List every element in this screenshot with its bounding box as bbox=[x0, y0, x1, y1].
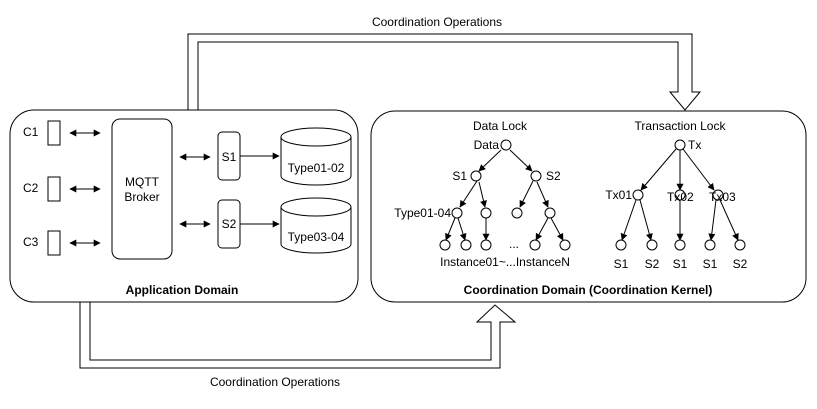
transaction-lock-tx01-label: Tx01 bbox=[605, 188, 632, 202]
transaction-lock-edges bbox=[620, 148, 739, 241]
bottom-coordination-arrow bbox=[79, 301, 517, 369]
coordination-domain-box bbox=[370, 110, 807, 303]
database-type01-02-icon bbox=[280, 127, 352, 186]
mqtt-broker-label-line1: MQTT bbox=[125, 175, 160, 189]
data-lock-type-label: Type01-04 bbox=[394, 206, 451, 220]
data-lock-s1-label: S1 bbox=[452, 169, 467, 183]
transaction-leaf-label-1: S1 bbox=[614, 257, 629, 271]
client-c3-box bbox=[47, 230, 61, 256]
client-c2-label: C2 bbox=[23, 181, 39, 195]
transaction-leaf-label-3: S1 bbox=[673, 257, 688, 271]
server-s1-label: S1 bbox=[222, 150, 237, 164]
server-s2-label: S2 bbox=[222, 217, 237, 231]
client-c2-box bbox=[47, 176, 61, 202]
data-lock-s2-label: S2 bbox=[546, 169, 561, 183]
data-lock-title: Data Lock bbox=[473, 119, 528, 133]
top-arrow-label: Coordination Operations bbox=[372, 15, 502, 29]
transaction-lock-title: Transaction Lock bbox=[635, 119, 727, 133]
transaction-lock-root-label: Tx bbox=[688, 138, 701, 152]
client-c1-box bbox=[47, 120, 61, 146]
coordination-domain-title: Coordination Domain (Coordination Kernel… bbox=[464, 283, 713, 297]
top-coordination-arrow bbox=[187, 33, 702, 111]
transaction-leaf-label-2: S2 bbox=[645, 257, 660, 271]
mqtt-broker-label-line2: Broker bbox=[124, 190, 159, 204]
transaction-lock-nodes bbox=[615, 139, 746, 251]
application-domain-title: Application Domain bbox=[126, 283, 239, 297]
data-lock-ellipsis: ... bbox=[509, 237, 519, 251]
client-c3-label: C3 bbox=[23, 235, 39, 249]
data-lock-instances-label: Instance01~...InstanceN bbox=[440, 255, 570, 269]
transaction-leaf-label-4: S1 bbox=[703, 257, 718, 271]
data-lock-nodes bbox=[439, 139, 571, 251]
store-type03-04-label: Type03-04 bbox=[288, 230, 345, 244]
mqtt-broker-box bbox=[111, 118, 173, 260]
data-lock-root-label: Data bbox=[474, 138, 500, 152]
transaction-lock-tx03-label: Tx03 bbox=[709, 190, 736, 204]
application-domain-box bbox=[9, 109, 359, 303]
client-c1-label: C1 bbox=[23, 125, 39, 139]
transaction-leaf-label-5: S2 bbox=[733, 257, 748, 271]
bottom-arrow-label: Coordination Operations bbox=[210, 375, 340, 389]
database-type03-04-icon bbox=[280, 197, 352, 254]
transaction-lock-tx02-label: Tx02 bbox=[667, 190, 694, 204]
data-lock-edges bbox=[445, 149, 564, 241]
store-type01-02-label: Type01-02 bbox=[288, 161, 345, 175]
